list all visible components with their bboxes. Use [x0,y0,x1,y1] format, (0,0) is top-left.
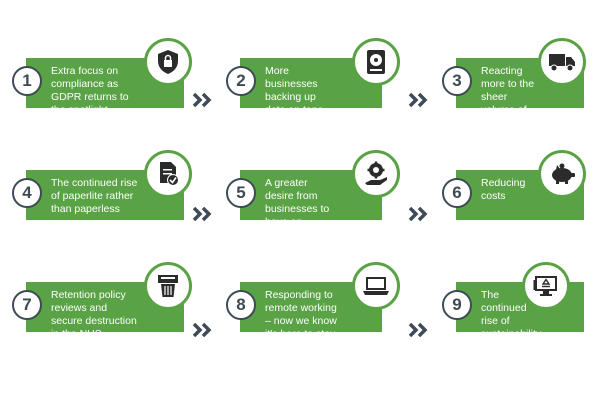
step-text: A greater desire from businesses to have… [265,177,332,254]
chevron-right-icon [192,206,212,222]
step-text: Extra focus on compliance as GDPR return… [51,65,129,116]
step-card: The continued rise of paperlite rather t… [12,150,262,230]
chevron-right-icon [192,92,212,108]
step-text: More businesses backing up data on tape [265,65,324,116]
step-text: Reacting more to the sheer volume of dat… [481,65,535,129]
step-number-badge: 7 [12,290,42,320]
shred-bin-icon [144,262,192,310]
chevron-right-icon [408,322,428,338]
step-card: Retention policy reviews and secure dest… [12,262,262,342]
step-text: The continued rise of paperlite rather t… [51,177,138,215]
step-number-badge: 1 [12,66,42,96]
document-check-icon [144,150,192,198]
step-card: Extra focus on compliance as GDPR return… [12,38,262,118]
step-number-badge: 9 [442,290,472,320]
step-card: A greater desire from businesses to have… [226,150,476,254]
step-text: Responding to remote working – now we kn… [265,289,337,340]
shield-lock-icon [144,38,192,86]
recycle-monitor-icon [522,262,570,310]
step-number-badge: 5 [226,178,256,208]
step-number-badge: 3 [442,66,472,96]
step-text: Reducing costs [481,177,526,202]
chevron-right-icon [408,206,428,222]
laptop-icon [352,262,400,310]
piggy-bank-icon [538,150,586,198]
step-number-badge: 2 [226,66,256,96]
step-text: The continued rise of sustainability [481,289,542,340]
gear-hand-icon [352,150,400,198]
step-card: More businesses backing up data on tape … [226,38,476,118]
step-card: The continued rise of sustainability 9 [442,262,600,342]
chevron-right-icon [192,322,212,338]
truck-icon [538,38,586,86]
step-card: Responding to remote working – now we kn… [226,262,476,342]
step-card: Reacting more to the sheer volume of dat… [442,38,600,129]
step-number-badge: 4 [12,178,42,208]
step-number-badge: 8 [226,290,256,320]
step-text: Retention policy reviews and secure dest… [51,289,137,340]
chevron-right-icon [408,92,428,108]
step-number-badge: 6 [442,178,472,208]
step-card: Reducing costs 6 [442,150,600,230]
hard-drive-icon [352,38,400,86]
